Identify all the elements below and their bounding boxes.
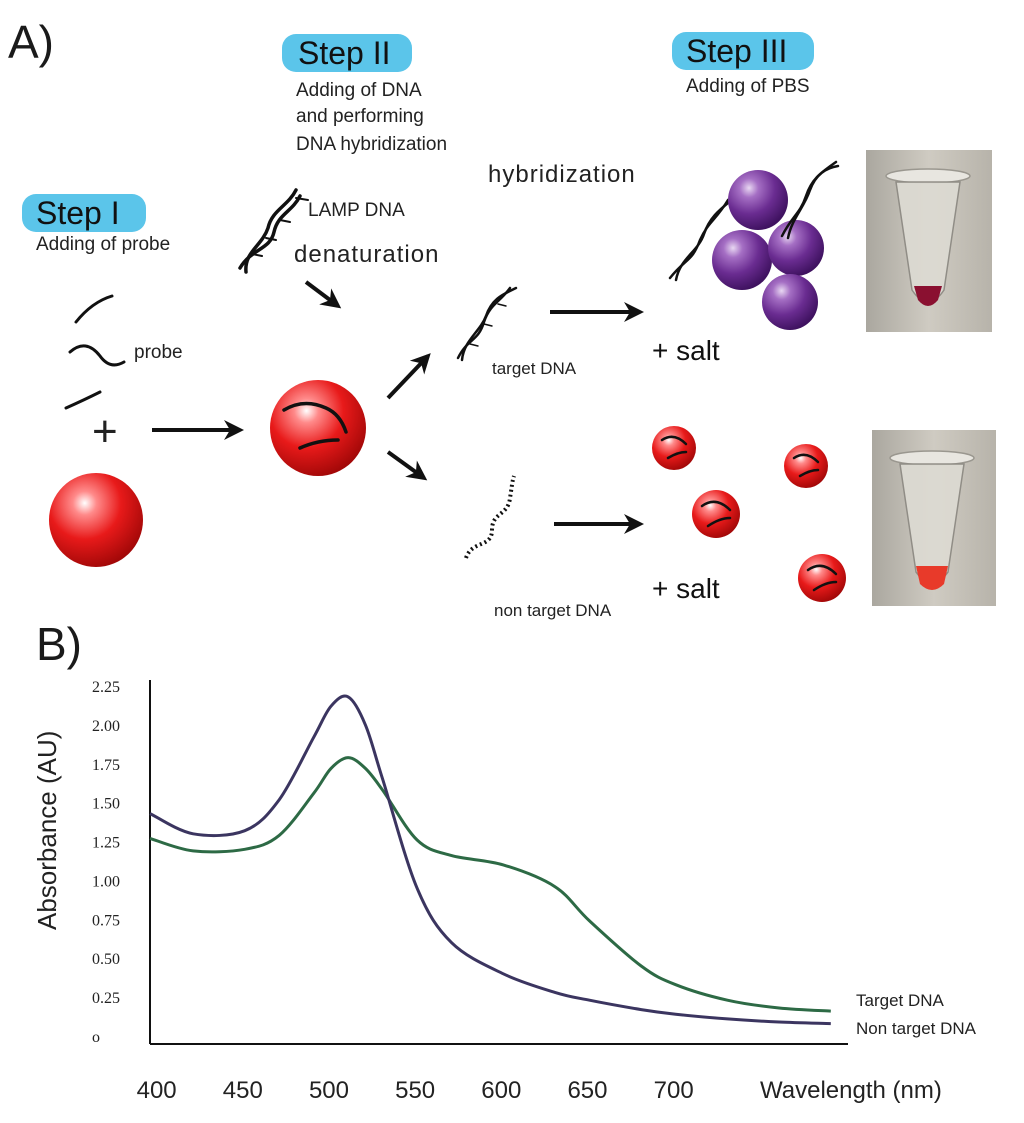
non-target-dna-label: non target DNA [494,601,612,620]
probe-strands [64,294,126,410]
step-3-badge [672,32,814,70]
y-axis-title: Absorbance (AU) [32,731,62,930]
step-1-badge [22,194,146,232]
y-tick-label: 1.50 [92,796,120,813]
lamp-dna-label: LAMP DNA [308,200,405,221]
y-tick-label: 0.50 [92,951,120,968]
target-dna-strand [456,286,518,362]
step-2-title: Step II [298,35,391,71]
series-line-target-dna [149,756,831,1013]
y-tick-label: 1.00 [92,873,120,890]
absorbance-chart: Absorbance (AU) Wavelength (nm) o 0.25 0.5… [32,679,977,1104]
non-target-dna-strand [464,475,516,559]
step-1: Step I Adding of probe [22,194,170,255]
x-tick-label: 450 [223,1077,263,1104]
y-tick-label: 0.75 [92,912,120,929]
denaturation-label: denaturation [294,241,439,268]
y-tick-label: 1.75 [92,757,120,774]
step-3-title: Step III [686,33,787,69]
salt-label-top: + salt [652,335,720,366]
x-tick-label: 550 [395,1077,435,1104]
panel-a-label: A) [8,16,54,68]
legend-label-target-dna: Target DNA [856,991,945,1010]
x-tick-label: 500 [309,1077,349,1104]
y-tick-label: 2.25 [92,679,120,696]
x-tick-label: 650 [567,1077,607,1104]
arrow-to-non-target [386,450,428,481]
lamp-dna-helix [238,188,309,274]
x-axis-title: Wavelength (nm) [760,1077,942,1104]
step-2-description-line-2: and performing [296,106,424,127]
series-line-non-target-dna [149,694,831,1026]
salt-label-bottom: + salt [652,573,720,604]
probe-nanoparticle [270,380,366,476]
arrow-denaturation [304,280,342,309]
panel-b-label: B) [36,618,82,670]
step-3-description: Adding of PBS [686,76,810,97]
tube-photo-dispersed [872,430,996,606]
dispersed-nanoparticles [652,426,846,602]
step-2-badge [282,34,412,72]
step-1-title: Step I [36,195,120,231]
step-2-description-line-3: DNA hybridization [296,134,447,155]
step-2: Step II Adding of DNA and performing DNA… [282,34,447,155]
hybridization-label: hybridization [488,161,636,188]
y-tick-label: 1.25 [92,835,120,852]
x-tick-label: 700 [654,1077,694,1104]
y-tick-label: o [92,1029,100,1046]
y-tick-label: 0.25 [92,990,120,1007]
target-dna-label: target DNA [492,359,577,378]
x-tick-label: 600 [481,1077,521,1104]
gold-nanoparticle [49,473,143,567]
probe-label: probe [134,342,183,363]
step-1-description: Adding of probe [36,234,170,255]
legend-label-non-target-dna: Non target DNA [856,1019,977,1038]
y-tick-label: 2.00 [92,718,120,735]
x-tick-label: 400 [137,1077,177,1104]
step-3: Step III Adding of PBS [672,32,814,97]
aggregated-nanoparticles [668,160,840,330]
plus-sign: + [92,407,118,456]
step-2-description-line-1: Adding of DNA [296,80,422,101]
tube-photo-aggregated [866,150,992,332]
arrow-to-target [386,353,431,400]
